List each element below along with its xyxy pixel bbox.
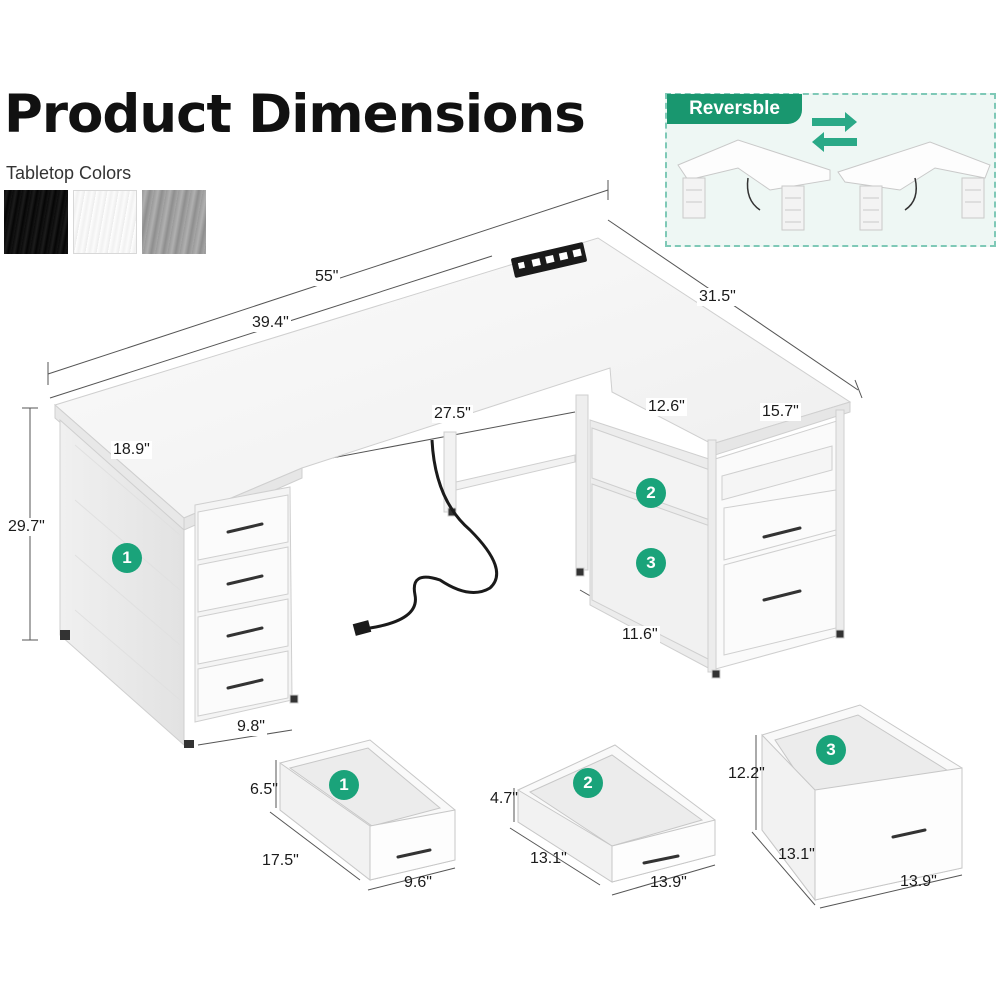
left-side-panel xyxy=(59,418,194,748)
dim-depth-left: 18.9" xyxy=(111,441,152,459)
dim-cabinet-depth: 12.6" xyxy=(646,398,687,416)
drawer-2-width: 13.9" xyxy=(650,874,687,891)
dim-knee-space: 27.5" xyxy=(432,405,473,423)
badge-drawer-3: 3 xyxy=(816,735,846,765)
reversible-label: Reversble xyxy=(667,94,802,124)
swatch-grey[interactable] xyxy=(142,190,206,254)
drawer-unit-left xyxy=(194,486,299,723)
badge-drawer-1: 1 xyxy=(329,770,359,800)
drawer-dimension-lines xyxy=(269,735,963,909)
drawer-1-width: 9.6" xyxy=(404,874,432,891)
drawer-3-illustration xyxy=(761,704,963,902)
drawer-2-height: 4.7" xyxy=(490,790,518,807)
swatch-black[interactable] xyxy=(4,190,68,254)
dim-depth-right: 31.5" xyxy=(697,288,738,306)
badge-cabinet-bottom: 3 xyxy=(636,548,666,578)
dim-cabinet-width: 11.6" xyxy=(620,626,660,644)
badge-drawer-2: 2 xyxy=(573,768,603,798)
drawer-1-illustration xyxy=(279,739,456,882)
mini-desk-right xyxy=(837,141,991,231)
drawer-3-width: 13.9" xyxy=(900,873,937,890)
dim-total-width: 55" xyxy=(313,268,341,286)
dim-drawer-unit-width: 9.8" xyxy=(235,718,267,736)
swatch-white[interactable] xyxy=(73,190,137,254)
drawer-1-height: 6.5" xyxy=(250,781,278,798)
desk-frame xyxy=(443,431,576,517)
dim-left-section-width: 39.4" xyxy=(250,314,291,332)
drawer-2-depth: 13.1" xyxy=(530,850,567,867)
tabletop-colors-label: Tabletop Colors xyxy=(6,163,132,183)
mini-desk-left xyxy=(677,139,831,231)
page-title: Product Dimensions xyxy=(4,84,586,145)
dim-shelf-width: 15.7" xyxy=(760,403,801,421)
plug-icon xyxy=(352,620,372,636)
power-cable xyxy=(369,439,499,630)
drawer-3-height: 12.2" xyxy=(728,765,765,782)
badge-drawer-unit: 1 xyxy=(112,543,142,573)
desk-top xyxy=(53,237,852,532)
dim-height: 29.7" xyxy=(6,518,47,536)
drawer-3-depth: 13.1" xyxy=(778,846,815,863)
drawer-1-depth: 17.5" xyxy=(262,852,299,869)
badge-cabinet-top: 2 xyxy=(636,478,666,508)
swap-arrows-icon xyxy=(812,112,857,152)
